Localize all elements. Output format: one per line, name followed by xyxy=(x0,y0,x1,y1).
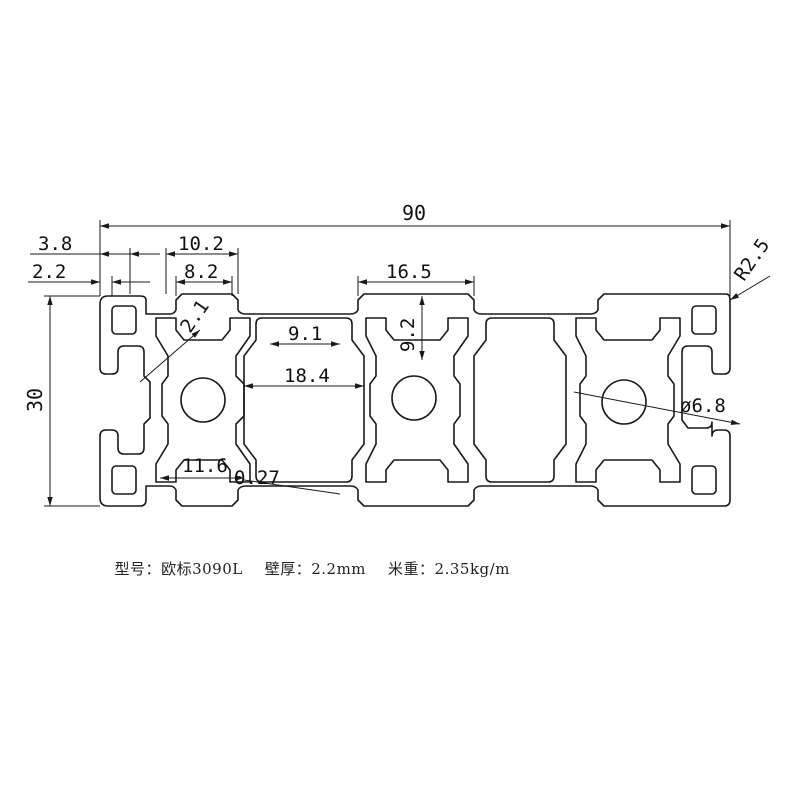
model-label: 型号： xyxy=(114,560,162,578)
corner-pocket xyxy=(111,305,137,335)
outer-contour xyxy=(99,293,731,507)
center-bore xyxy=(391,375,437,421)
corner-pocket xyxy=(111,465,137,495)
center-bore xyxy=(180,377,226,423)
corner-pocket xyxy=(691,465,717,495)
spec-line: 型号：欧标3090L 壁厚：2.2mm 米重：2.35kg/m xyxy=(104,540,510,579)
dim-overall-width: 90 xyxy=(402,201,426,225)
wall-value: 2.2mm xyxy=(311,560,367,578)
dim-cavity-top: 9.1 xyxy=(288,323,322,345)
dim-slot-outer: 3.8 xyxy=(38,233,72,255)
core-web xyxy=(575,317,681,483)
dim-wall-edge: 2.2 xyxy=(32,261,66,283)
dim-slot-opening: 8.2 xyxy=(184,261,218,283)
dim-height: 30 xyxy=(23,388,47,412)
dim-bore-diameter: ø6.8 xyxy=(680,395,726,417)
profile-outline xyxy=(99,293,731,507)
core-web xyxy=(365,317,469,483)
wall-label: 壁厚： xyxy=(264,560,312,578)
dimension-lines xyxy=(28,220,771,507)
weight-value: 2.35kg/m xyxy=(434,560,510,578)
center-bore xyxy=(601,379,647,425)
corner-pocket xyxy=(691,305,717,335)
dim-slot-width: 10.2 xyxy=(178,233,224,255)
dim-cavity-width: 18.4 xyxy=(284,365,330,387)
core-web xyxy=(155,317,251,483)
cavity xyxy=(243,317,365,483)
dim-angle: 0.27 xyxy=(234,467,280,489)
dim-center-slot: 16.5 xyxy=(386,261,432,283)
weight-label: 米重： xyxy=(388,560,435,578)
dim-lip-thickness: 2.1 xyxy=(176,296,214,337)
dim-cavity-depth: 9.2 xyxy=(397,318,419,352)
dim-inner-width: 11.6 xyxy=(182,455,228,477)
model-value: 欧标3090L xyxy=(161,560,243,578)
cavity xyxy=(473,317,567,483)
